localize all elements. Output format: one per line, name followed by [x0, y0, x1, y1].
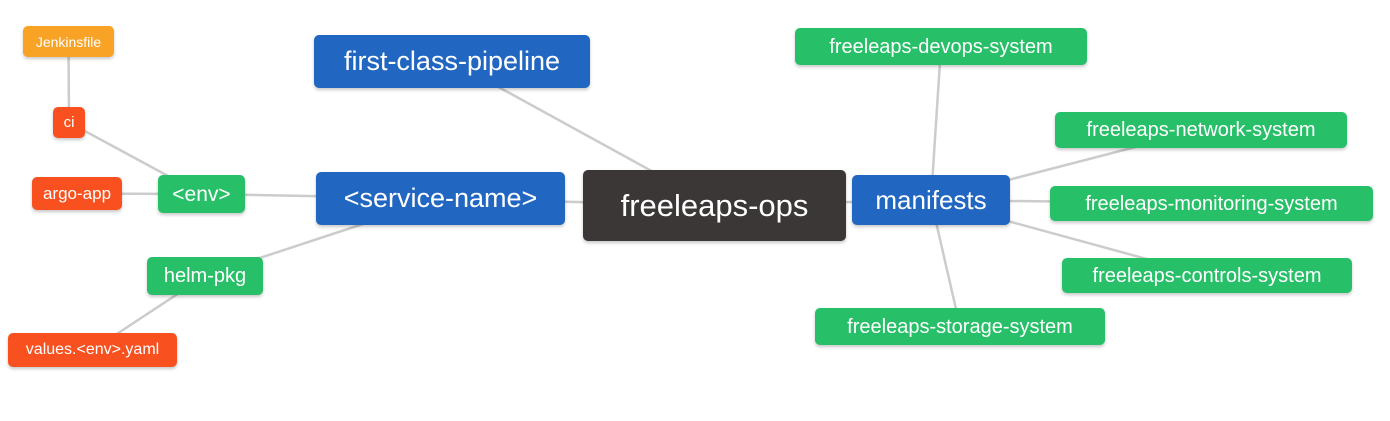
- node-env[interactable]: <env>: [158, 175, 245, 213]
- node-helm-pkg[interactable]: helm-pkg: [147, 257, 263, 295]
- node-freeleaps-devops-system[interactable]: freeleaps-devops-system: [795, 28, 1087, 65]
- node-jenkinsfile[interactable]: Jenkinsfile: [23, 26, 114, 57]
- node-freeleaps-controls-system[interactable]: freeleaps-controls-system: [1062, 258, 1352, 293]
- node-freeleaps-ops[interactable]: freeleaps-ops: [583, 170, 846, 241]
- node-freeleaps-storage-system[interactable]: freeleaps-storage-system: [815, 308, 1105, 345]
- node-manifests[interactable]: manifests: [852, 175, 1010, 225]
- node-freeleaps-network-system[interactable]: freeleaps-network-system: [1055, 112, 1347, 148]
- node-values-env-yaml[interactable]: values.<env>.yaml: [8, 333, 177, 367]
- node-service-name[interactable]: <service-name>: [316, 172, 565, 225]
- node-ci[interactable]: ci: [53, 107, 85, 138]
- node-argo-app[interactable]: argo-app: [32, 177, 122, 210]
- edge-freeleaps-devops-system--manifests: [929, 46, 943, 201]
- node-first-class-pipeline[interactable]: first-class-pipeline: [314, 35, 590, 88]
- node-freeleaps-monitoring-system[interactable]: freeleaps-monitoring-system: [1050, 186, 1373, 221]
